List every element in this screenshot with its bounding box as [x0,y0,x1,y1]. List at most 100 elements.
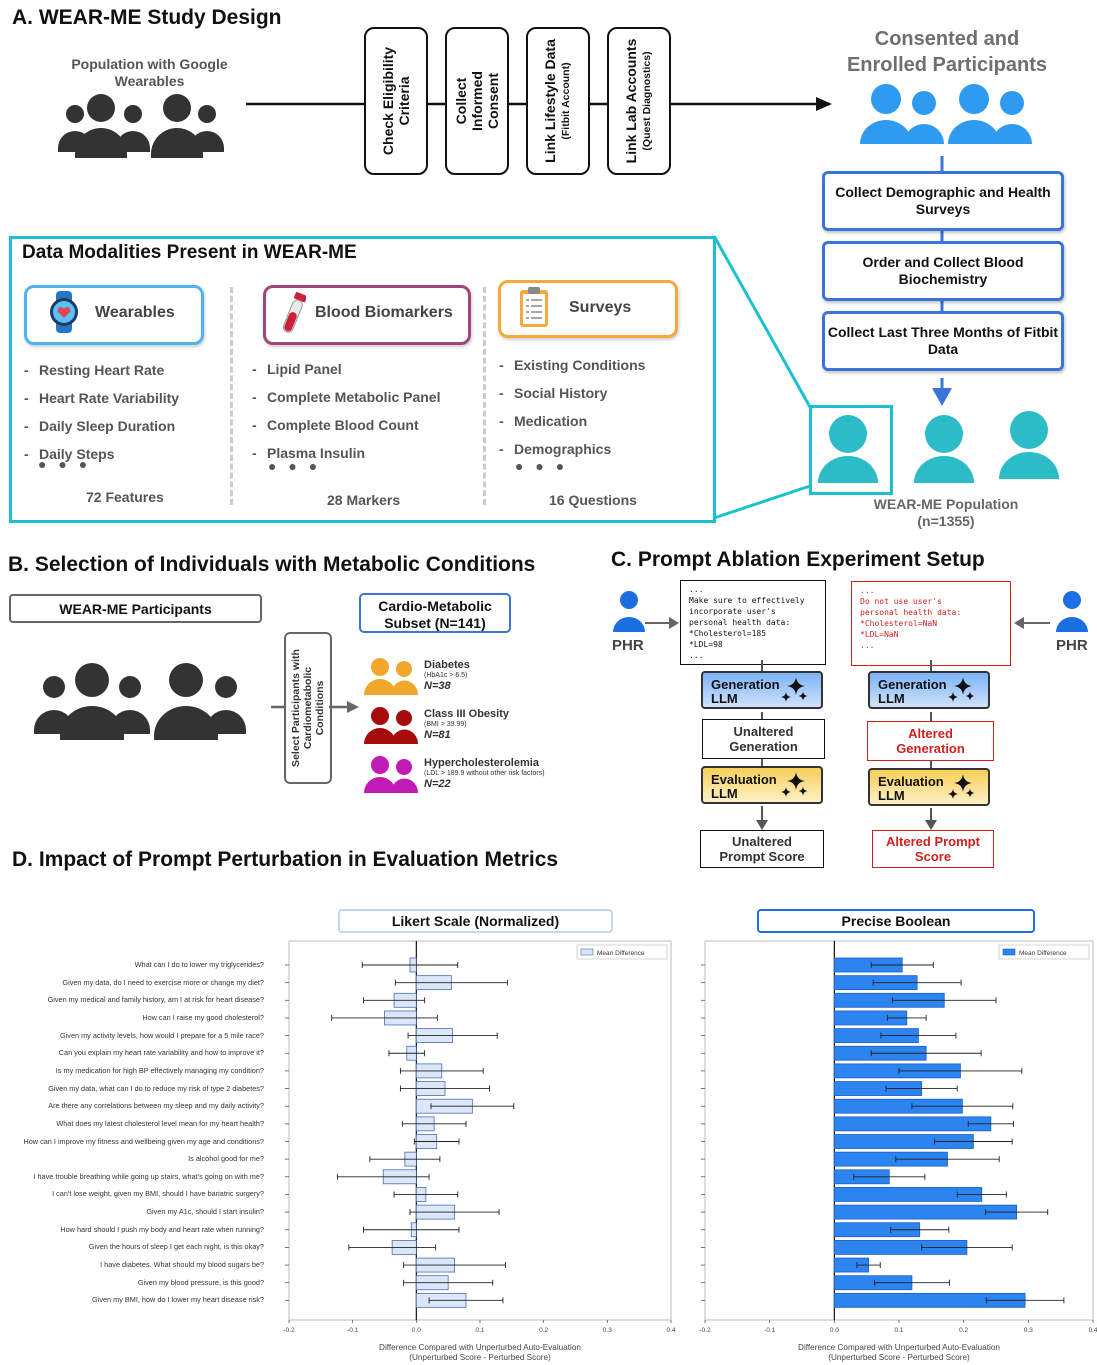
feature-bullet: - [499,385,504,401]
modalities-panel [9,236,716,523]
feature-item: Daily Sleep Duration [39,418,176,434]
question-label: Is alcohol good for me? [188,1154,264,1164]
x-tick-label: 0.1 [894,1327,903,1334]
step-sublabel: (Fitbit Account) [560,62,572,140]
phr-right-label: PHR [1056,637,1088,654]
step-lifestyle: Link Lifestyle Data(Fitbit Account) [526,27,590,175]
question-label: Given my activity levels, how would I pr… [60,1030,264,1040]
more-dots: ● ● ● [38,456,92,472]
feature-item: Existing Conditions [514,357,646,373]
subset-label-1: Cardio-Metabolic [378,598,492,614]
question-label: Given my blood pressure, is this good? [137,1277,264,1287]
right-pipeline-connectors [925,660,937,830]
subset-box: Cardio-Metabolic Subset (N=141) [359,593,511,633]
question-label: Is my medication for high BP effectively… [55,1065,264,1075]
group-name: Hypercholesterolemia [424,757,539,769]
altered-generation: Altered Generation [867,721,994,761]
question-label: How hard should I push my body and heart… [60,1224,264,1234]
llm-label: Evaluation LLM [878,774,944,803]
question-label: What does my latest cholesterol level me… [56,1118,264,1128]
plot-frame [288,940,672,1321]
x-tick-label: -0.1 [347,1327,359,1334]
x-tick-label: 0.3 [1024,1327,1033,1334]
x-tick-label: 0.0 [830,1327,839,1334]
panel-d-title: D. Impact of Prompt Perturbation in Eval… [12,848,559,871]
enrolled-flow-connector [932,156,952,406]
x-tick-label: 0.2 [959,1327,968,1334]
group-people-icon [364,707,418,744]
question-label: Given my data, what can I do to reduce m… [48,1083,264,1093]
highlighted-person-box [809,405,893,495]
feature-bullet: - [499,357,504,373]
population-count: (n=1355) [917,513,975,529]
step-label: Collect Informed Consent [453,71,501,131]
question-label: I can't lose weight, given my BMI, shoul… [52,1189,264,1199]
llm-label: Generation LLM [878,677,947,706]
select-participants-box: Select Participants with Cardiometabolic… [284,632,332,784]
generation-llm-right: Generation LLM [868,671,990,709]
population-person-icons [818,411,1059,483]
step-label: Link Lifestyle Data [542,39,558,163]
x-axis-label: Difference Compared with Unperturbed Aut… [798,1343,1000,1352]
question-label: Are there any correlations between my sl… [48,1101,264,1111]
more-dots: ● ● ● [268,458,322,474]
participants-box: WEAR-ME Participants [9,594,262,623]
population-name: WEAR-ME Population [873,496,1019,512]
feature-item: Heart Rate Variability [39,390,180,406]
flow-step-surveys: Collect Demographic and Health Surveys [822,171,1064,231]
phr-right-arrow [1014,617,1050,629]
x-tick-label: 0.0 [412,1327,421,1334]
x-tick-label: 0.1 [475,1327,484,1334]
legend-swatch [1002,948,1016,956]
wearables-label: Wearables [95,304,175,321]
feature-item: Social History [514,385,608,401]
feature-bullet: - [252,445,257,461]
x-tick-label: 0.4 [1088,1327,1097,1334]
feature-item: Resting Heart Rate [39,362,165,378]
unaltered-prompt: ... Make sure to effectively incorporate… [680,580,826,665]
selection-arrows [271,701,359,713]
question-label: Can you explain my heart rate variabilit… [58,1048,264,1058]
more-dots: ● ● ● [515,458,569,474]
question-label: Given my BMI, how do I lower my heart di… [92,1295,264,1305]
question-label: How can I improve my fitness and wellbei… [23,1136,264,1146]
legend-swatch [580,948,594,956]
enrolled-label: Consented and Enrolled Participants [846,28,1048,76]
select-participants-label: Select Participants with Cardiometabolic… [290,649,326,767]
evaluation-llm-left: Evaluation LLM [701,766,823,804]
modalities-title: Data Modalities Present in WEAR-ME [22,242,357,263]
panel-c-title: C. Prompt Ablation Experiment Setup [611,548,985,571]
feature-bullet: - [252,389,257,405]
blood-label: Blood Biomarkers [315,304,453,321]
group-count: N=22 [424,778,451,790]
x-tick-label: -0.1 [764,1327,776,1334]
blood-vial-icon [282,292,306,333]
group-criteria: (HbA1c > 6.5) [424,672,468,679]
group-criteria: (LDL > 189.9 without other risk factors) [424,770,545,777]
feature-bullet: - [499,441,504,457]
feature-item: Complete Metabolic Panel [267,389,441,405]
llm-label: Evaluation LLM [711,772,777,801]
modality-count: 16 Questions [549,492,637,508]
x-axis-label: Difference Compared with Unperturbed Aut… [379,1343,581,1352]
evaluation-llm-right: Evaluation LLM [868,768,990,806]
group-count: N=38 [424,680,451,692]
question-label: Given my medical and family history, am … [47,995,264,1005]
unaltered-score: Unaltered Prompt Score [700,830,824,868]
phr-left-arrow [645,617,679,629]
participants-group-icon [34,663,246,740]
zoom-lines [712,235,812,520]
feature-bullet: - [252,417,257,433]
feature-item: Complete Blood Count [267,417,419,433]
feature-bullet: - [24,362,29,378]
flow-step-fitbit: Collect Last Three Months of Fitbit Data [822,311,1064,371]
feature-bullet: - [499,413,504,429]
question-label: Given my A1c, should I start insulin? [146,1207,264,1217]
group-count: N=81 [424,729,451,741]
group-name: Diabetes [424,659,470,671]
x-tick-label: 0.4 [666,1327,675,1334]
phr-left-icon [613,591,645,632]
likert-chart-title: Likert Scale (Normalized) [338,909,613,933]
altered-score: Altered Prompt Score [872,830,994,868]
flow-step-blood: Order and Collect Blood Biochemistry [822,241,1064,301]
